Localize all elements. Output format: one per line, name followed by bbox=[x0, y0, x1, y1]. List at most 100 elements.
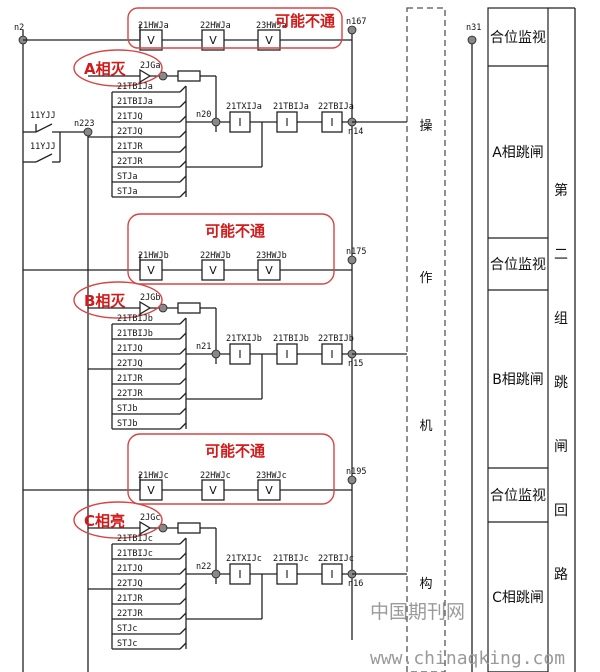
coil-2 bbox=[276, 563, 298, 585]
hwj-label: 22HWJa bbox=[200, 21, 231, 31]
hwj-label: 21HWJa bbox=[138, 21, 169, 31]
contact-label: 21TBIJa bbox=[117, 82, 153, 92]
panel-row-label: 合位监视 bbox=[490, 488, 546, 504]
contact-label: 21TBIJa bbox=[117, 97, 153, 107]
note-hw: 可能不通 bbox=[275, 12, 335, 30]
lamp-node bbox=[158, 523, 168, 533]
hwj-symbol: V bbox=[209, 34, 217, 47]
note-box-hw bbox=[127, 213, 335, 285]
contact-label: 21TBIJb bbox=[117, 329, 153, 339]
hwj-label: 21HWJb bbox=[138, 251, 169, 261]
coil-1 bbox=[229, 343, 251, 365]
node-n22 bbox=[211, 569, 221, 579]
contact-label: 22TJR bbox=[117, 157, 143, 167]
note-ellipse-lamp bbox=[73, 501, 163, 539]
lamp-label: 2JGa bbox=[140, 61, 160, 71]
coil-1 bbox=[229, 111, 251, 133]
coil-symbol: I bbox=[238, 348, 241, 361]
contact-label: 21TJR bbox=[117, 594, 143, 604]
contact-label: STJc bbox=[117, 639, 137, 649]
lamp-icon bbox=[139, 300, 152, 316]
contact-label: 22TJQ bbox=[117, 359, 143, 369]
note-ellipse-lamp bbox=[73, 49, 163, 87]
panel-title-char: 闸 bbox=[554, 439, 568, 455]
note-hw: 可能不通 bbox=[205, 222, 265, 240]
node-label-n167: n167 bbox=[346, 17, 366, 27]
coil-2 bbox=[276, 111, 298, 133]
contact-label: STJb bbox=[117, 404, 137, 414]
contact-label: 22TJR bbox=[117, 609, 143, 619]
coil-label: 21TXIJb bbox=[226, 334, 262, 344]
hwj-label: 21HWJc bbox=[138, 471, 169, 481]
node-n223 bbox=[83, 127, 93, 137]
coil-label: 22TBIJa bbox=[318, 102, 354, 112]
node-label-n20: n20 bbox=[196, 110, 211, 120]
panel-column bbox=[487, 7, 549, 672]
hwj-symbol: V bbox=[209, 484, 217, 497]
node-n175 bbox=[347, 255, 357, 265]
note-box-hw bbox=[127, 433, 335, 505]
contact-label: 21TJR bbox=[117, 142, 143, 152]
note-lamp: C相亮 bbox=[84, 512, 125, 530]
operating-mechanism-box bbox=[406, 7, 446, 672]
lamp-label: 2JGb bbox=[140, 293, 160, 303]
mech-char-3: 机 bbox=[419, 419, 432, 434]
hwj-symbol: V bbox=[147, 264, 155, 277]
hwj-label: 23HWJa bbox=[256, 21, 287, 31]
coil-label: 21TBIJa bbox=[273, 102, 309, 112]
contact-label: STJa bbox=[117, 172, 137, 182]
coil-label: 22TBIJb bbox=[318, 334, 354, 344]
contact-label: STJb bbox=[117, 419, 137, 429]
lamp-node bbox=[158, 71, 168, 81]
hwj-symbol: V bbox=[265, 484, 273, 497]
coil-symbol: I bbox=[238, 116, 241, 129]
contact-label: STJc bbox=[117, 624, 137, 634]
hwj-relay-3 bbox=[257, 259, 281, 281]
panel-row-label: 合位监视 bbox=[490, 257, 546, 273]
hwj-label: 22HWJc bbox=[200, 471, 231, 481]
resistor bbox=[177, 522, 201, 534]
contact-label: 21TJR bbox=[117, 374, 143, 384]
contact-label: 21TJQ bbox=[117, 112, 143, 122]
panel-title-char: 第 bbox=[554, 182, 568, 199]
hwj-symbol: V bbox=[265, 264, 273, 277]
node-label-n223: n223 bbox=[74, 119, 94, 129]
mech-char-1: 操 bbox=[419, 118, 432, 134]
coil-symbol: I bbox=[285, 116, 288, 129]
node-n31 bbox=[467, 35, 477, 45]
node-label-n15: n15 bbox=[348, 359, 363, 369]
hwj-label: 23HWJb bbox=[256, 251, 287, 261]
contact-label: 22TJQ bbox=[117, 127, 143, 137]
note-lamp: B相灭 bbox=[84, 292, 126, 310]
watermark-cn: 中国期刊网 bbox=[370, 601, 465, 623]
resistor bbox=[177, 70, 201, 82]
hwj-relay-3 bbox=[257, 29, 281, 51]
lamp-label: 2JGc bbox=[140, 513, 160, 523]
node-label-n195: n195 bbox=[346, 467, 366, 477]
lamp-icon bbox=[139, 520, 152, 536]
coil-label: 21TBIJb bbox=[273, 334, 309, 344]
lamp-node bbox=[158, 303, 168, 313]
contact-label: 21TBIJc bbox=[117, 534, 153, 544]
hwj-relay-3 bbox=[257, 479, 281, 501]
coil-3 bbox=[321, 343, 343, 365]
coil-symbol: I bbox=[285, 348, 288, 361]
coil-symbol: I bbox=[330, 348, 333, 361]
coil-3 bbox=[321, 563, 343, 585]
note-box-hw bbox=[127, 7, 343, 49]
hwj-relay-2 bbox=[201, 479, 225, 501]
contact-label: 21TJQ bbox=[117, 344, 143, 354]
hwj-symbol: V bbox=[147, 484, 155, 497]
note-hw: 可能不通 bbox=[205, 442, 265, 460]
mech-char-2: 作 bbox=[419, 271, 432, 286]
coil-3 bbox=[321, 111, 343, 133]
lamp-icon bbox=[139, 68, 152, 84]
coil-symbol: I bbox=[238, 568, 241, 581]
contact-label: 21TJQ bbox=[117, 564, 143, 574]
coil-1 bbox=[229, 563, 251, 585]
yjj-nc-label: 11YJJ bbox=[30, 142, 56, 152]
panel-row-label: 合位监视 bbox=[490, 30, 546, 46]
